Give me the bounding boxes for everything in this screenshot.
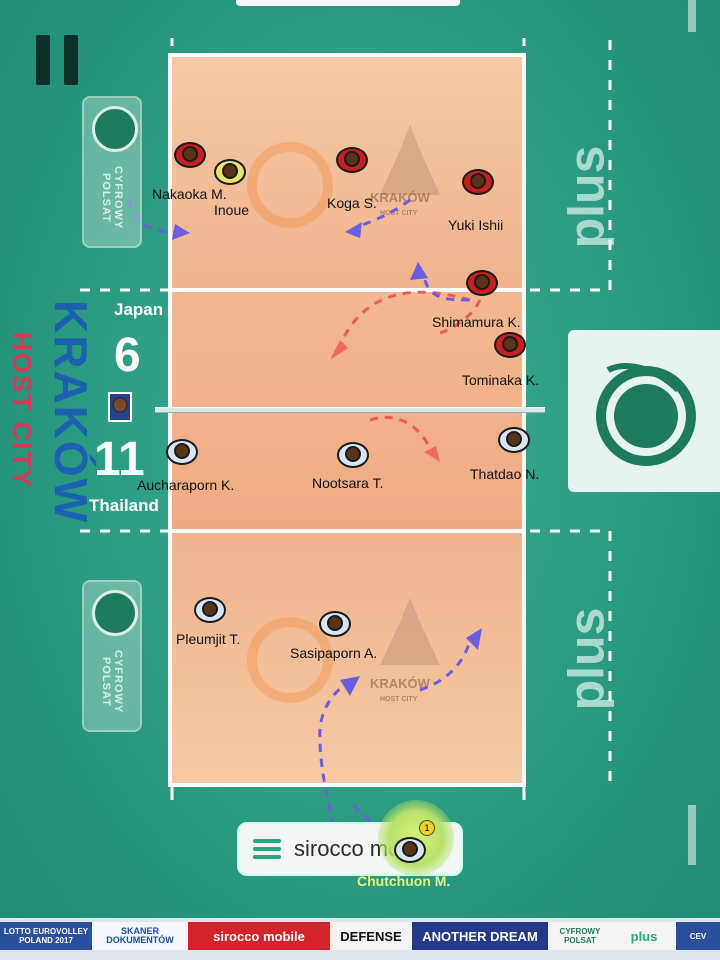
team-name-top: Japan [114,300,164,319]
volleyball-icon: 1 [419,820,435,836]
court-logo-city-top: KRAKÓW [370,190,431,205]
player-token-japan[interactable] [171,138,209,172]
player-name-thailand: Chutchuon M. [357,873,451,889]
court-bottom-back [170,532,524,785]
ad-banner: sirocco mobile [188,922,330,950]
player-token-japan[interactable] [463,266,501,300]
cyfrowy-label-bottom: CYFROWY POLSAT [100,650,124,714]
player-name-japan: Tominaka K. [462,372,540,388]
court-logo-sub-top: HOST CITY [380,210,418,217]
player-head [502,336,518,352]
player-name-japan: Nakaoka M. [152,186,227,202]
player-head [202,601,218,617]
score-top: 6 [114,329,141,382]
player-token-japan[interactable] [459,165,497,199]
player-token-japan[interactable] [211,155,249,189]
player-token-thailand[interactable] [391,833,429,867]
player-head [327,615,343,631]
player-name-japan: Koga S. [327,195,377,211]
player-head [345,446,361,462]
court-logo-sub-bottom: HOST CITY [380,696,418,703]
player-token-thailand[interactable] [163,435,201,469]
krakow-vertical: KRAKÓW [45,300,97,525]
player-token-thailand[interactable] [191,593,229,627]
player-name-thailand: Pleumjit T. [176,631,241,647]
ad-banner: CYFROWY POLSAT [548,922,612,950]
globe-icon [92,590,138,636]
player-name-thailand: Aucharaporn K. [137,477,235,493]
player-token-thailand[interactable] [495,423,533,457]
pause-icon[interactable] [64,35,78,85]
volleyball-net [155,407,545,413]
player-head [402,841,418,857]
plus-logo-bottom: plus [558,607,615,711]
ad-banner: LOTTO EUROVOLLEY POLAND 2017 [0,922,92,950]
player-token-thailand[interactable] [334,438,372,472]
pause-icon[interactable] [36,35,50,85]
player-name-thailand: Nootsara T. [312,475,384,491]
side-panel-logo [568,330,720,492]
top-ad-board [236,0,460,6]
referee-stand-icon [103,389,137,427]
japan-arrow-head [424,446,440,462]
player-token-japan[interactable] [333,143,371,177]
player-token-japan[interactable] [491,328,529,362]
ad-banner: plus [612,922,676,950]
player-name-japan: Inoue [214,202,250,218]
court-logo-city-bottom: KRAKÓW [370,676,431,691]
player-head [470,173,486,189]
edge-marker [688,805,696,865]
plus-logo-top: plus [558,145,615,249]
cyfrowy-polsat-panel-bottom: CYFROWY POLSAT [82,580,142,732]
sirocco-icon [253,839,281,859]
player-name-japan: Yuki Ishii [448,217,504,233]
thailand-move-path [128,198,472,856]
cyfrowy-polsat-panel-top: CYFROWY POLSAT [82,96,142,248]
player-name-thailand: Sasipaporn A. [290,645,378,661]
ad-banner: ANOTHER DREAM [412,922,548,950]
player-head [174,443,190,459]
ad-banner: CEV [676,922,720,950]
japan-arrow-head [330,340,348,360]
player-head [344,151,360,167]
globe-icon [92,106,138,152]
score-bottom: 11 [94,433,145,486]
player-token-thailand[interactable] [316,607,354,641]
japan-move-path [338,290,482,456]
player-name-japan: Shimamura K. [432,314,521,330]
ad-banner: DEFENSE [330,922,412,950]
host-city-vertical: HOST CITY [7,332,37,489]
team-name-bottom: Thailand [89,496,159,515]
ad-banner: SKANER DOKUMENTÓW [92,922,188,950]
player-head [222,163,238,179]
player-name-thailand: Thatdao N. [470,466,540,482]
volleyball-icon [596,363,696,466]
cyfrowy-label-top: CYFROWY POLSAT [100,166,124,230]
edge-marker [688,0,696,32]
player-head [182,146,198,162]
player-head [506,431,522,447]
player-head [474,274,490,290]
